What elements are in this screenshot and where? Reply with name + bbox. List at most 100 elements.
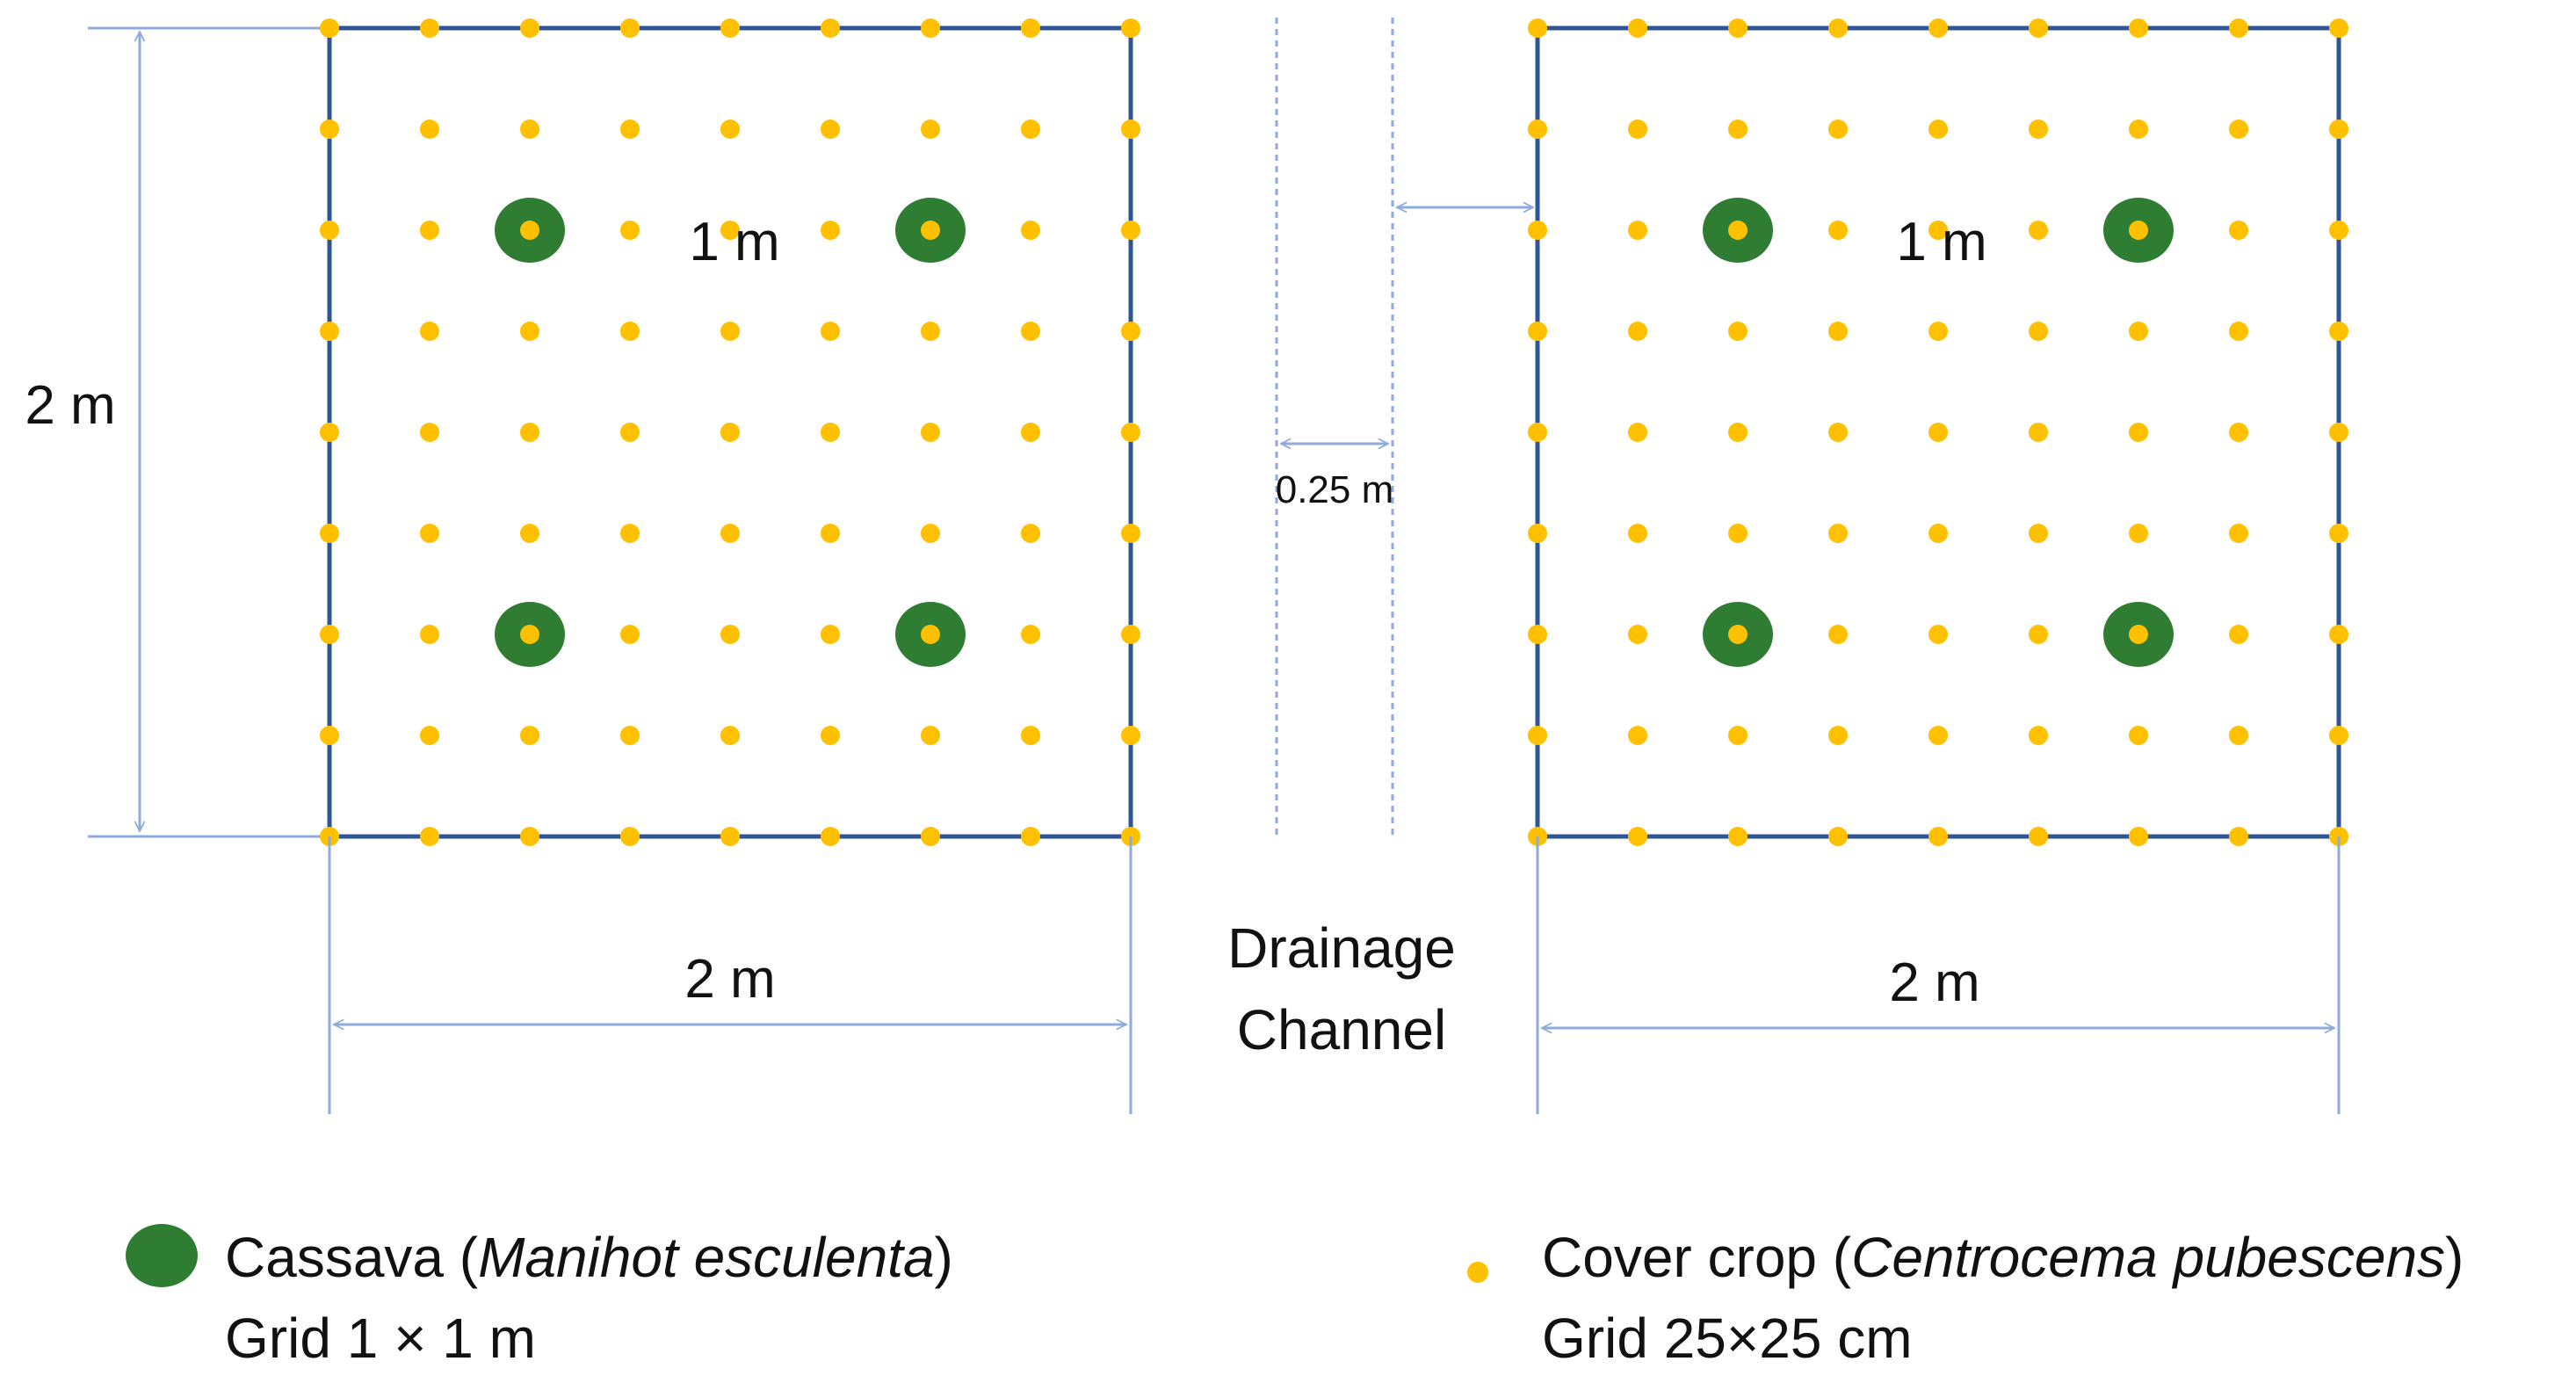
cover-crop-plant — [420, 726, 439, 745]
left-width-label: 2 m — [684, 949, 775, 1010]
cover-crop-plant — [2029, 827, 2048, 846]
cover-crop-plant — [1828, 726, 1848, 745]
left-cover-crop-grid — [320, 18, 1140, 846]
cover-crop-plant — [1828, 221, 1848, 240]
cover-crop-plant — [720, 423, 740, 442]
cover-crop-legend-close: ) — [2445, 1226, 2464, 1289]
cover-crop-plant — [2329, 423, 2348, 442]
cover-crop-plant — [520, 726, 539, 745]
cover-crop-plant — [720, 18, 740, 38]
cover-crop-legend-grid: Grid 25×25 cm — [1542, 1307, 1913, 1370]
left-spacing-label: 1 m — [689, 212, 779, 272]
cover-crop-plant — [720, 827, 740, 846]
cover-crop-plant — [520, 423, 539, 442]
cover-crop-plant — [1928, 322, 1948, 341]
cover-crop-plant — [520, 524, 539, 543]
left-plot: 1 m — [320, 18, 1140, 846]
cover-crop-plant — [2129, 726, 2148, 745]
cover-crop-plant — [2129, 524, 2148, 543]
cover-crop-plant — [2029, 221, 2048, 240]
cover-crop-plant — [921, 524, 940, 543]
cover-crop-plant — [1528, 625, 1547, 644]
cover-crop-plant — [620, 18, 640, 38]
cover-crop-plant — [1021, 322, 1040, 341]
cover-crop-plant — [1928, 18, 1948, 38]
cover-crop-plant — [1628, 625, 1647, 644]
cover-crop-plant — [620, 524, 640, 543]
cover-crop-plant — [520, 18, 539, 38]
cover-crop-plant — [320, 524, 339, 543]
cover-crop-plant — [1928, 726, 1948, 745]
cover-crop-plant — [420, 221, 439, 240]
cover-crop-plant — [520, 119, 539, 139]
cover-crop-plant — [1021, 827, 1040, 846]
cover-crop-plant — [921, 221, 940, 240]
cassava-legend-close: ) — [934, 1226, 953, 1289]
cover-crop-plant — [2029, 625, 2048, 644]
cover-crop-plant — [620, 322, 640, 341]
cover-crop-plant — [320, 322, 339, 341]
cover-crop-plant — [2129, 18, 2148, 38]
cover-crop-plant — [520, 625, 539, 644]
cover-crop-plant — [2029, 423, 2048, 442]
cover-crop-plant — [1528, 221, 1547, 240]
cover-crop-plant — [720, 524, 740, 543]
cover-crop-plant — [2229, 827, 2248, 846]
cover-crop-plant — [2229, 524, 2248, 543]
cover-crop-plant — [420, 18, 439, 38]
cover-crop-plant — [420, 524, 439, 543]
cassava-legend-species: Manihot esculenta — [478, 1226, 935, 1289]
cover-crop-plant — [1828, 322, 1848, 341]
cover-crop-plant — [921, 726, 940, 745]
cover-crop-plant — [1728, 119, 1747, 139]
cover-crop-plant — [1528, 423, 1547, 442]
cassava-legend-grid: Grid 1 × 1 m — [225, 1307, 536, 1370]
cover-crop-plant — [2029, 119, 2048, 139]
cover-crop-plant — [1828, 423, 1848, 442]
cover-crop-plant — [2129, 322, 2148, 341]
cover-crop-plant — [2029, 322, 2048, 341]
cover-crop-plant — [1728, 625, 1747, 644]
cover-crop-plant — [821, 221, 840, 240]
cover-crop-plant — [921, 119, 940, 139]
cover-crop-plant — [1828, 524, 1848, 543]
cover-crop-plant — [1021, 625, 1040, 644]
cover-crop-plant — [320, 18, 339, 38]
cover-crop-plant — [821, 524, 840, 543]
height-label: 2 m — [25, 375, 115, 436]
cover-crop-plant — [2029, 726, 2048, 745]
cover-crop-legend-line1: Cover crop (Centrocema pubescens) — [1542, 1217, 2464, 1298]
cover-crop-plant — [1828, 625, 1848, 644]
cover-crop-plant — [2229, 726, 2248, 745]
cover-crop-plant — [2329, 524, 2348, 543]
cover-crop-plant — [821, 322, 840, 341]
cover-crop-plant — [1928, 625, 1948, 644]
cover-crop-plant — [2129, 423, 2148, 442]
cover-crop-plant — [1121, 625, 1140, 644]
cover-crop-plant — [821, 119, 840, 139]
cover-crop-plant — [1121, 18, 1140, 38]
channel-width-label: 0.25 m — [1276, 468, 1394, 511]
cover-crop-plant — [1928, 423, 1948, 442]
cover-crop-plant — [420, 119, 439, 139]
cover-crop-plant — [1528, 18, 1547, 38]
cover-crop-plant — [2129, 827, 2148, 846]
cover-crop-plant — [1728, 524, 1747, 543]
cover-crop-plant — [520, 221, 539, 240]
cover-crop-plant — [2329, 322, 2348, 341]
cover-crop-plant — [420, 827, 439, 846]
cover-crop-plant — [320, 119, 339, 139]
cover-crop-plant — [1628, 221, 1647, 240]
cover-crop-plant — [1021, 119, 1040, 139]
cover-crop-plant — [1828, 119, 1848, 139]
cover-crop-plant — [620, 726, 640, 745]
cover-crop-plant — [821, 827, 840, 846]
cover-crop-plant — [1528, 726, 1547, 745]
cover-crop-plant — [921, 322, 940, 341]
cover-crop-plant — [1928, 119, 1948, 139]
cover-crop-plant — [2329, 726, 2348, 745]
cover-crop-plant — [1021, 423, 1040, 442]
cover-crop-plant — [1628, 524, 1647, 543]
cover-crop-legend-species: Centrocema pubescens — [1851, 1226, 2446, 1289]
cover-crop-plant — [821, 726, 840, 745]
